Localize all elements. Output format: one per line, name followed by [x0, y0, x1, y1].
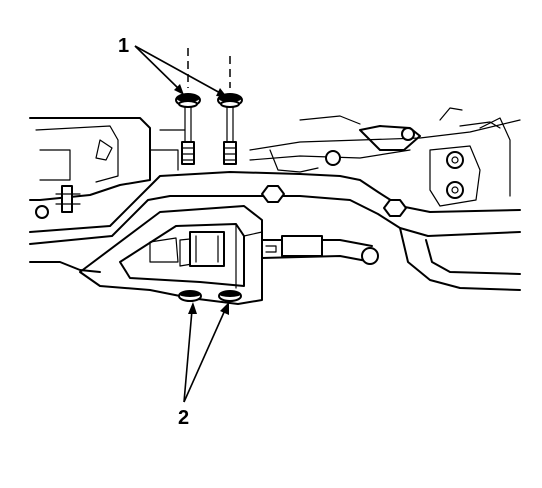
lower-mount-nuts [178, 290, 242, 302]
frame-crossmember [29, 171, 521, 291]
callout-2-leaders [183, 302, 229, 403]
callout-1-leaders [134, 45, 227, 97]
callout-label-1: 1 [118, 35, 130, 57]
transmission-outline [249, 107, 521, 207]
upper-mount-bolts [175, 48, 243, 165]
engine-block-outline [29, 117, 186, 219]
bolt-stud-a [181, 141, 195, 165]
mount-bracket [79, 205, 263, 305]
bolt-stud-b [223, 141, 237, 165]
link-rod [261, 235, 379, 265]
callout-label-2: 2 [178, 407, 190, 429]
